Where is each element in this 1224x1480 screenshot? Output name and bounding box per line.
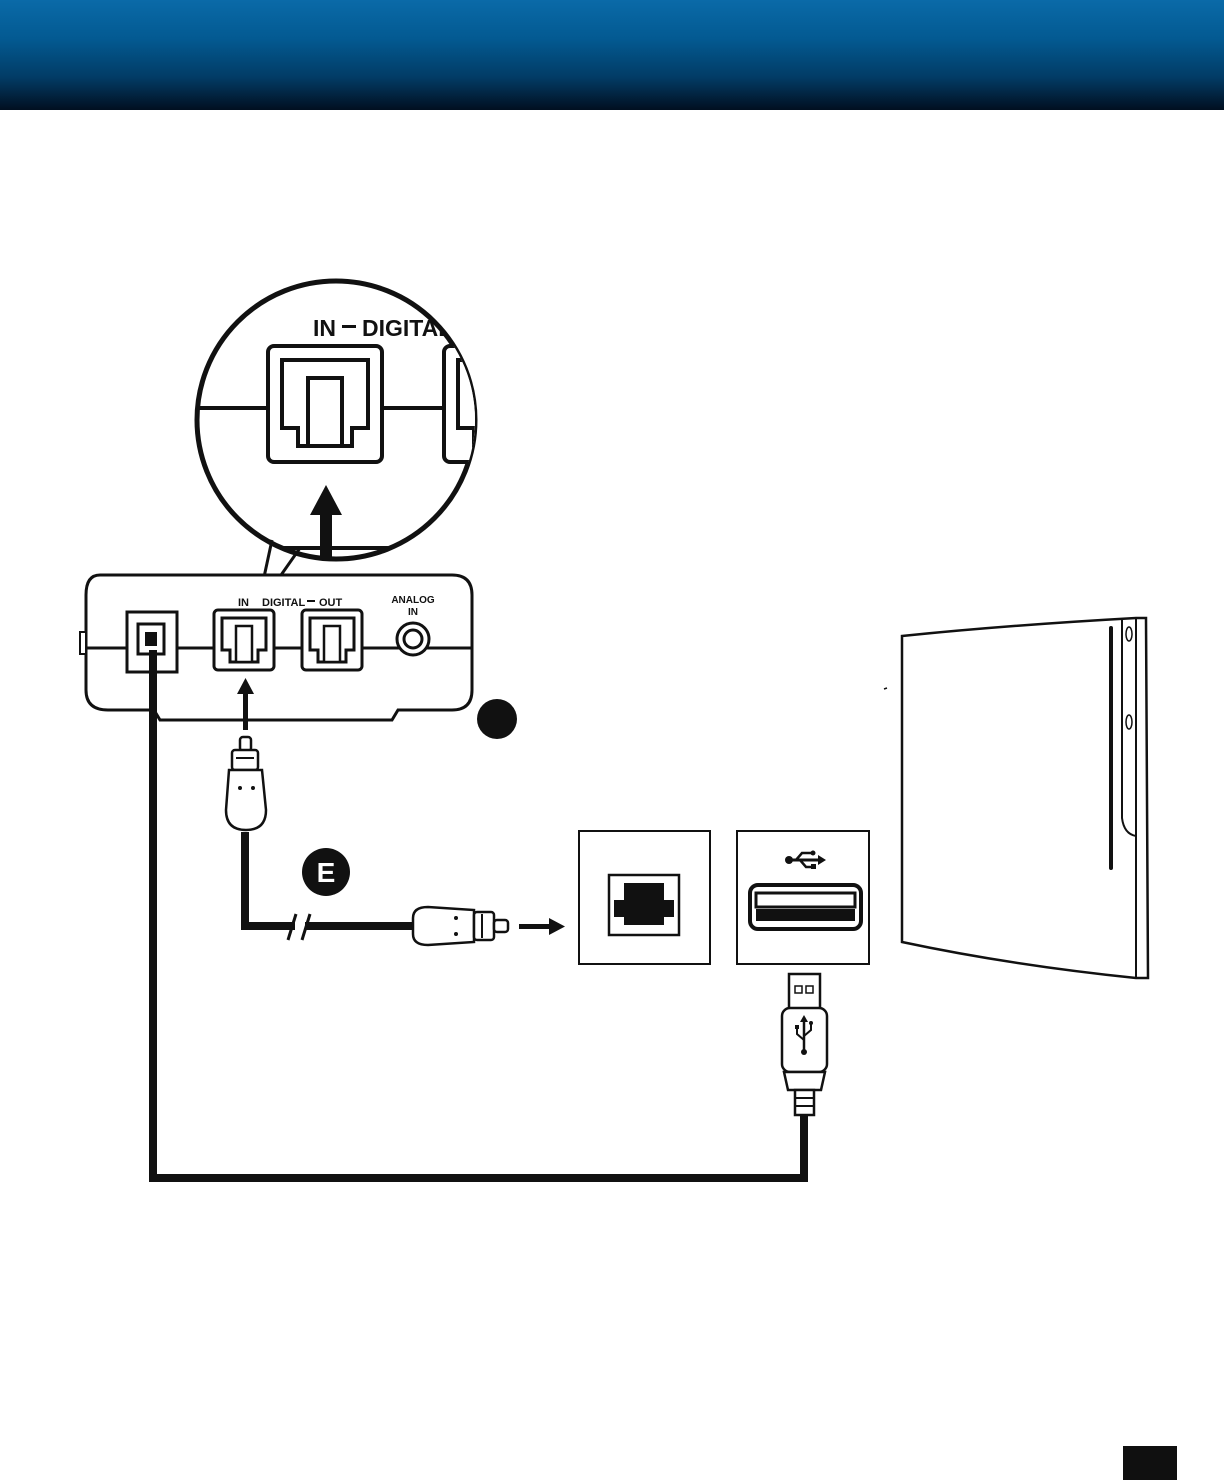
audio-adapter-box: IN DIGITAL OUT ANALOG IN [80, 575, 472, 720]
zoom-label-dash [342, 325, 356, 328]
optical-cable [226, 737, 508, 945]
page-number-block [1123, 1446, 1177, 1480]
adapter-label-out: OUT [319, 597, 343, 609]
zoom-optical-in-port [268, 346, 382, 462]
zoom-label-digital: DIGITAL [362, 315, 452, 341]
adapter-optical-in-port [214, 610, 274, 670]
console-usb-port-panel [737, 831, 869, 964]
adapter-label-dash [307, 600, 315, 602]
step-marker-dot [477, 699, 517, 739]
step-e-label: E [317, 857, 336, 888]
insert-arrow-right-icon [519, 918, 565, 935]
console-power-button [1126, 627, 1132, 641]
optical-plug-vertical [226, 737, 266, 830]
zoom-callout: IN DIGITAL [190, 281, 558, 560]
game-console [884, 618, 1148, 978]
console-optical-port-panel [579, 831, 710, 964]
adapter-analog-in-jack [397, 623, 429, 655]
adapter-label-analog: ANALOG [391, 595, 435, 606]
adapter-label-digital: DIGITAL [262, 597, 305, 609]
console-eject-button [1126, 715, 1132, 729]
zoom-optical-out-port-partial [444, 346, 558, 462]
step-e-marker: E [302, 848, 350, 896]
zoom-label-in: IN [313, 315, 336, 341]
adapter-label-in: IN [238, 597, 249, 609]
adapter-optical-out-port [302, 610, 362, 670]
console-disc-slot [1109, 626, 1113, 870]
optical-plug-horizontal [413, 907, 508, 945]
usb-plug [782, 974, 827, 1115]
adapter-label-analog-in: IN [408, 607, 418, 618]
